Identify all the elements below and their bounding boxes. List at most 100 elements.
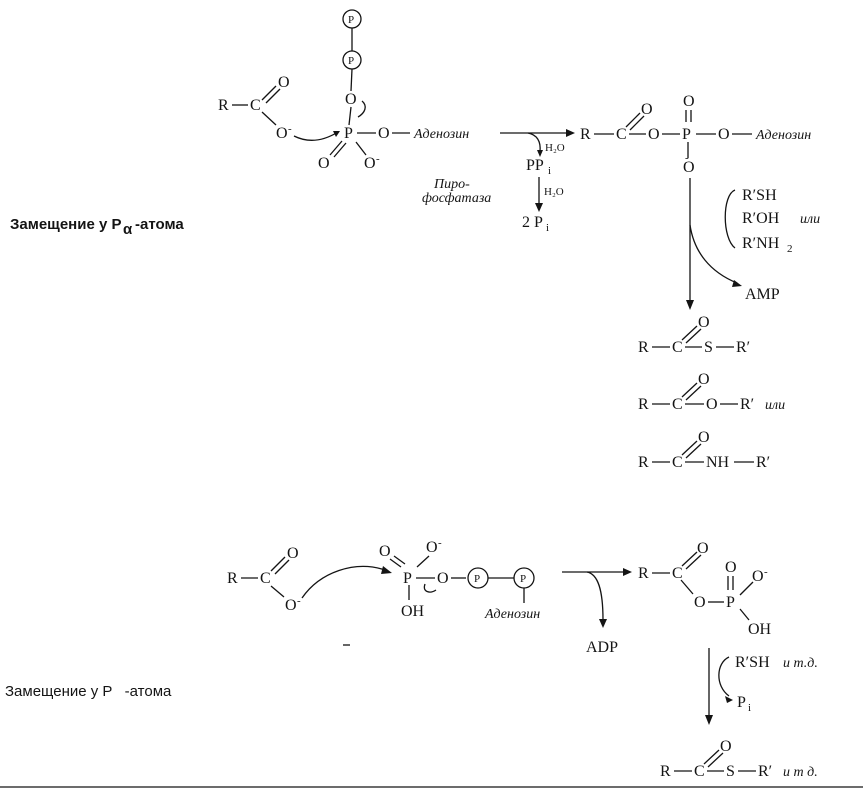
electron-push-arrow xyxy=(357,100,366,118)
label-alpha-text: Замещение у P xyxy=(10,216,121,233)
svg-text:C: C xyxy=(260,570,271,587)
enzyme-pyrophosphatase-1: Пиро- xyxy=(433,177,470,192)
svg-text:O: O xyxy=(437,570,449,587)
svg-text:O: O xyxy=(725,559,737,576)
svg-text:O: O xyxy=(287,545,299,562)
product-ester: R C O O R′ или xyxy=(638,371,785,413)
byproduct-pi: P xyxy=(737,694,746,711)
svg-text:P: P xyxy=(520,573,526,585)
svg-text:C: C xyxy=(672,339,683,356)
enzyme-pyrophosphatase-2: фосфатаза xyxy=(422,191,491,206)
acyl-adenylate: R C O O P O O Аденозин O - xyxy=(580,93,811,176)
svg-text:-: - xyxy=(438,537,442,549)
svg-text:-: - xyxy=(297,595,301,607)
svg-text:-: - xyxy=(764,566,768,578)
svg-text:O: O xyxy=(698,314,710,331)
svg-text:O: O xyxy=(698,429,710,446)
svg-text:O: O xyxy=(720,738,732,755)
phosphate-beta-label: P xyxy=(348,55,354,67)
svg-text:S: S xyxy=(704,339,713,356)
svg-text:R′: R′ xyxy=(756,454,770,471)
svg-text:R′: R′ xyxy=(758,763,772,780)
atom-R: R xyxy=(218,97,229,114)
atom-O-2: O xyxy=(641,101,653,118)
nucleophile-rsh-2: R′SH xyxy=(735,654,770,671)
svg-text:2: 2 xyxy=(787,243,793,255)
svg-text:O: O xyxy=(694,594,706,611)
acyl-phosphate: R C O O P O O - OH xyxy=(638,540,772,638)
reaction-arrow-2: ADP xyxy=(562,568,632,656)
atom-O-minus-3: O xyxy=(683,159,695,176)
svg-text:R: R xyxy=(638,396,649,413)
nucleophile-rnh2: R′NH xyxy=(742,235,780,252)
atom-C-2: C xyxy=(616,126,627,143)
atom-P-2: P xyxy=(682,126,691,143)
substitution-arrow-alpha: R′SH R′OH или R′NH 2 AMP xyxy=(686,178,820,310)
adenosine-label-3: Аденозин xyxy=(484,607,540,622)
label-alpha-suffix: -атома xyxy=(135,216,184,233)
atom-C: C xyxy=(250,97,261,114)
svg-text:i: i xyxy=(748,702,751,714)
svg-text:C: C xyxy=(672,565,683,582)
svg-text:OH: OH xyxy=(401,603,425,620)
product-2pi: 2 P xyxy=(522,214,543,231)
adenosine-label-1: Аденозин xyxy=(413,127,469,142)
carboxylate-top: R C O O - xyxy=(218,74,340,142)
atom-O-minus-2: O xyxy=(364,155,376,172)
substitution-arrow-beta: R′SH и т.д. P i xyxy=(705,648,818,725)
atom-O-ester: O xyxy=(378,125,390,142)
byproduct-ppi: PP xyxy=(526,157,544,174)
svg-text:O: O xyxy=(752,568,764,585)
charge-minus: - xyxy=(288,123,292,135)
svg-text:NH: NH xyxy=(706,454,730,471)
label-alpha-greek: α xyxy=(123,221,133,238)
svg-text:R: R xyxy=(660,763,671,780)
atom-O-4: O xyxy=(683,93,695,110)
svg-text:P: P xyxy=(726,594,735,611)
svg-text:O: O xyxy=(706,396,718,413)
atom-O-bridge: O xyxy=(345,91,357,108)
svg-text:R′: R′ xyxy=(736,339,750,356)
label-substitution-beta: Замещение у P -атома xyxy=(5,683,172,700)
svg-text:i: i xyxy=(548,165,551,177)
svg-text:O: O xyxy=(379,543,391,560)
word-or-2: или xyxy=(765,398,785,413)
nucleophilic-attack-arrow xyxy=(293,131,339,142)
reagent-h2o-2: H₂O xyxy=(544,186,564,198)
svg-text:R: R xyxy=(638,339,649,356)
svg-text:O: O xyxy=(426,539,438,556)
byproduct-amp: AMP xyxy=(745,286,780,303)
word-etc-2: и т д. xyxy=(783,765,818,780)
atom-O: O xyxy=(278,74,290,91)
atom-O-double: O xyxy=(318,155,330,172)
svg-text:O: O xyxy=(697,540,709,557)
atp-top: P P O P O Аденозин O O - xyxy=(318,9,469,172)
adenosine-label-2: Аденозин xyxy=(755,128,811,143)
nucleophilic-attack-arrow-2 xyxy=(301,565,386,599)
atp-bottom: O O - P OH O P P Аденозин xyxy=(379,537,540,622)
atom-P-beta: P xyxy=(403,570,412,587)
byproduct-adp: ADP xyxy=(586,639,618,656)
atom-O-5: O xyxy=(718,126,730,143)
svg-text:O: O xyxy=(285,597,297,614)
nucleophile-roh: R′OH xyxy=(742,210,780,227)
svg-text:R: R xyxy=(227,570,238,587)
svg-text:i: i xyxy=(546,222,549,234)
svg-text:S: S xyxy=(726,763,735,780)
svg-text:C: C xyxy=(672,454,683,471)
charge-minus-2: - xyxy=(376,153,380,165)
reagent-h2o-1: H₂O xyxy=(545,142,565,154)
svg-text:R: R xyxy=(638,454,649,471)
svg-text:O: O xyxy=(698,371,710,388)
svg-text:OH: OH xyxy=(748,621,772,638)
reaction-arrow-1: H₂O PP i H₂O Пиро- фосфатаза 2 P i xyxy=(422,129,575,234)
svg-text:C: C xyxy=(672,396,683,413)
product-thioester-2: R C O S R′ и т д. xyxy=(660,738,818,780)
product-amide: R C O NH R′ xyxy=(638,429,770,471)
atom-O-minus: O xyxy=(276,125,288,142)
svg-text:R′: R′ xyxy=(740,396,754,413)
svg-text:C: C xyxy=(694,763,705,780)
svg-text:R: R xyxy=(638,565,649,582)
svg-text:-: - xyxy=(685,152,689,164)
